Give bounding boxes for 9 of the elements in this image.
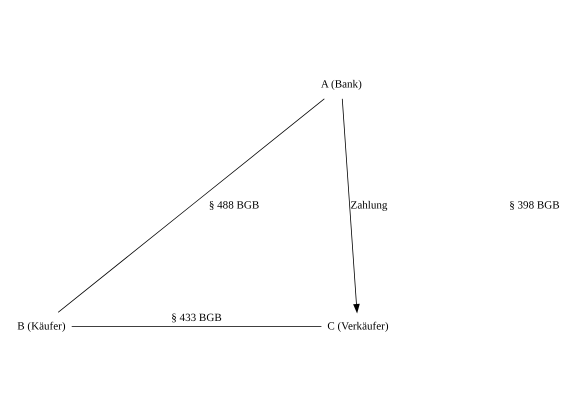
arrow bbox=[342, 98, 360, 314]
label: § 398 BGB bbox=[509, 198, 560, 211]
node-text: C (Verkäufer) bbox=[327, 320, 389, 332]
edge-label: § 488 BGB bbox=[208, 198, 260, 211]
node-text: B (Käufer) bbox=[17, 320, 66, 332]
edge-label: § 433 BGB bbox=[171, 312, 222, 324]
node-text: A (Bank) bbox=[320, 78, 362, 90]
connector bbox=[58, 98, 325, 312]
edge-label: Zahlung bbox=[350, 198, 388, 211]
